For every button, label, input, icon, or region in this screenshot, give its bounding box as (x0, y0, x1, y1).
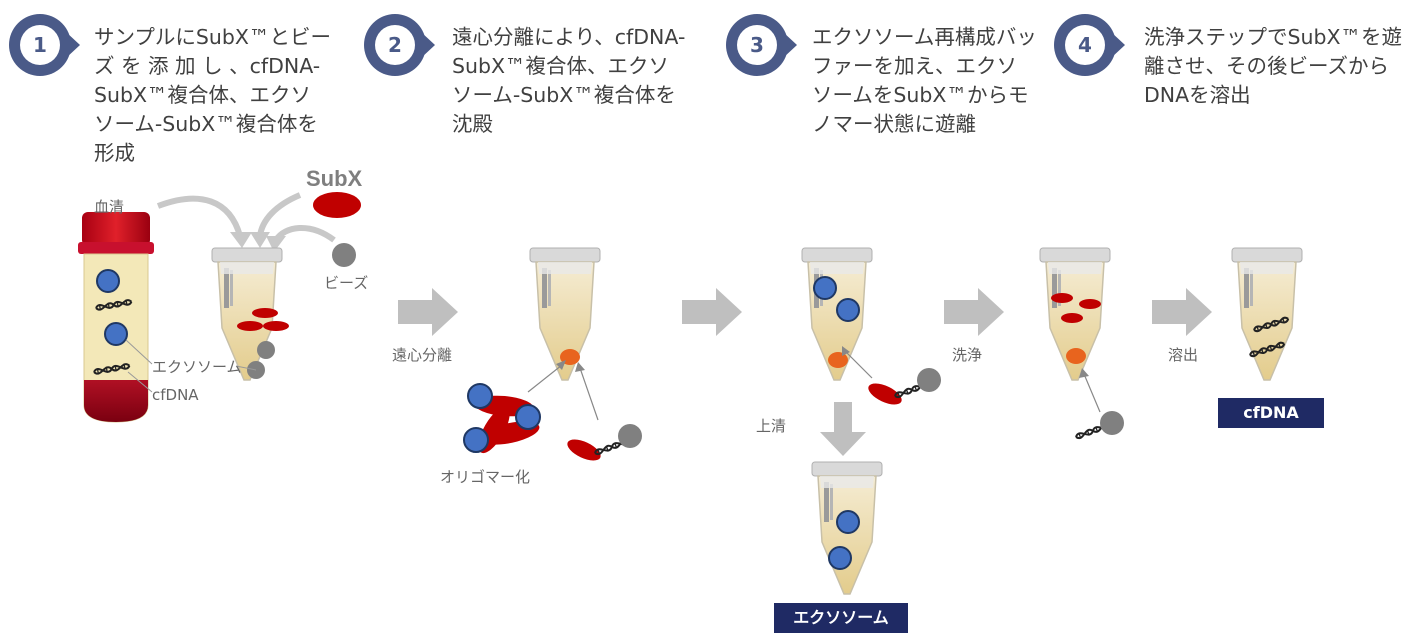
dna-subx-bead-complex-2 (567, 424, 642, 461)
step-1-line-2: ズ を 添 加 し 、cfDNA- (94, 54, 321, 78)
arrow-step3 (682, 288, 742, 336)
step-4-badge-shape (1054, 14, 1125, 76)
step-3-badge-shape (726, 14, 797, 76)
arrow-wash (944, 288, 1004, 336)
step-1-number: 1 (33, 33, 47, 57)
bead-shape (332, 243, 356, 267)
curved-arrow-beads (273, 224, 336, 243)
step-2-number: 2 (388, 33, 402, 57)
step-4-line-1: 洗浄ステップでSubX™を遊 (1144, 25, 1403, 49)
step-1-line-1: サンプルにSubX™とビー (94, 25, 331, 49)
arrow-supernatant (820, 402, 866, 456)
wash-label: 洗浄 (952, 346, 983, 364)
step-3-line-1: エクソソーム再構成バッ (812, 25, 1037, 49)
step-1-badge-shape (9, 14, 80, 76)
step-2-line-1: 遠心分離により、cfDNA- (452, 25, 686, 49)
oligomer-complex (463, 383, 541, 454)
subx-shape (313, 192, 361, 218)
serum-exosome-2 (104, 322, 128, 346)
step-3-line-2: ファーを加え、エクソ (812, 54, 1017, 78)
step-3-number: 3 (750, 33, 764, 57)
beads-label: ビーズ (324, 274, 369, 292)
step-4-line-3: DNAを溶出 (1144, 83, 1251, 107)
step-1-line-5: 形成 (94, 141, 135, 165)
exosome-result-box: エクソソーム (774, 603, 908, 633)
supernatant-label: 上清 (756, 417, 787, 435)
step-2-line-3: ソーム-SubX™複合体を (452, 83, 676, 107)
step-4-number: 4 (1078, 33, 1092, 57)
oligomer-label: オリゴマー化 (440, 468, 531, 486)
step-1-line-4: ソーム-SubX™複合体を (94, 112, 318, 136)
subx-label: SubX (306, 166, 363, 191)
cfdna-label: cfDNA (152, 386, 199, 404)
step-3-line-4: ノマー状態に遊離 (812, 112, 976, 136)
tube-cfdna (1231, 247, 1303, 381)
exosome-label: エクソソーム (152, 358, 242, 376)
arrow-elution (1152, 288, 1212, 336)
step-1-line-3: SubX™複合体、エクソ (94, 83, 312, 107)
arrow-centrifuge (398, 288, 458, 336)
cfdna-result-box: cfDNA (1218, 398, 1324, 428)
serum-exosome-1 (96, 269, 120, 293)
step-1-text: サンプルにSubX™とビー ズ を 添 加 し 、cfDNA- SubX™複合体… (94, 23, 331, 168)
dna-bead-complex-4 (1073, 411, 1124, 441)
step-2-line-2: SubX™複合体、エクソ (452, 54, 670, 78)
step-2-line-4: 沈殿 (452, 112, 493, 136)
elution-label: 溶出 (1168, 346, 1199, 364)
step-2-text: 遠心分離により、cfDNA- SubX™複合体、エクソ ソーム-SubX™複合体… (452, 23, 685, 139)
step-3-text: エクソソーム再構成バッ ファーを加え、エクソ ソームをSubX™からモ ノマー状… (812, 23, 1037, 139)
step-3-line-3: ソームをSubX™からモ (812, 83, 1029, 107)
step-4-text: 洗浄ステップでSubX™を遊 離させ、その後ビーズから DNAを溶出 (1144, 23, 1402, 110)
serum-tube (78, 212, 154, 423)
dna-subx-bead-complex-3 (868, 368, 941, 405)
curved-arrow-serum (156, 195, 243, 237)
step-2-badge-shape (364, 14, 435, 76)
serum-label: 血清 (94, 198, 125, 216)
step-4-line-2: 離させ、その後ビーズから (1144, 54, 1389, 78)
centrifuge-label: 遠心分離 (392, 346, 453, 364)
